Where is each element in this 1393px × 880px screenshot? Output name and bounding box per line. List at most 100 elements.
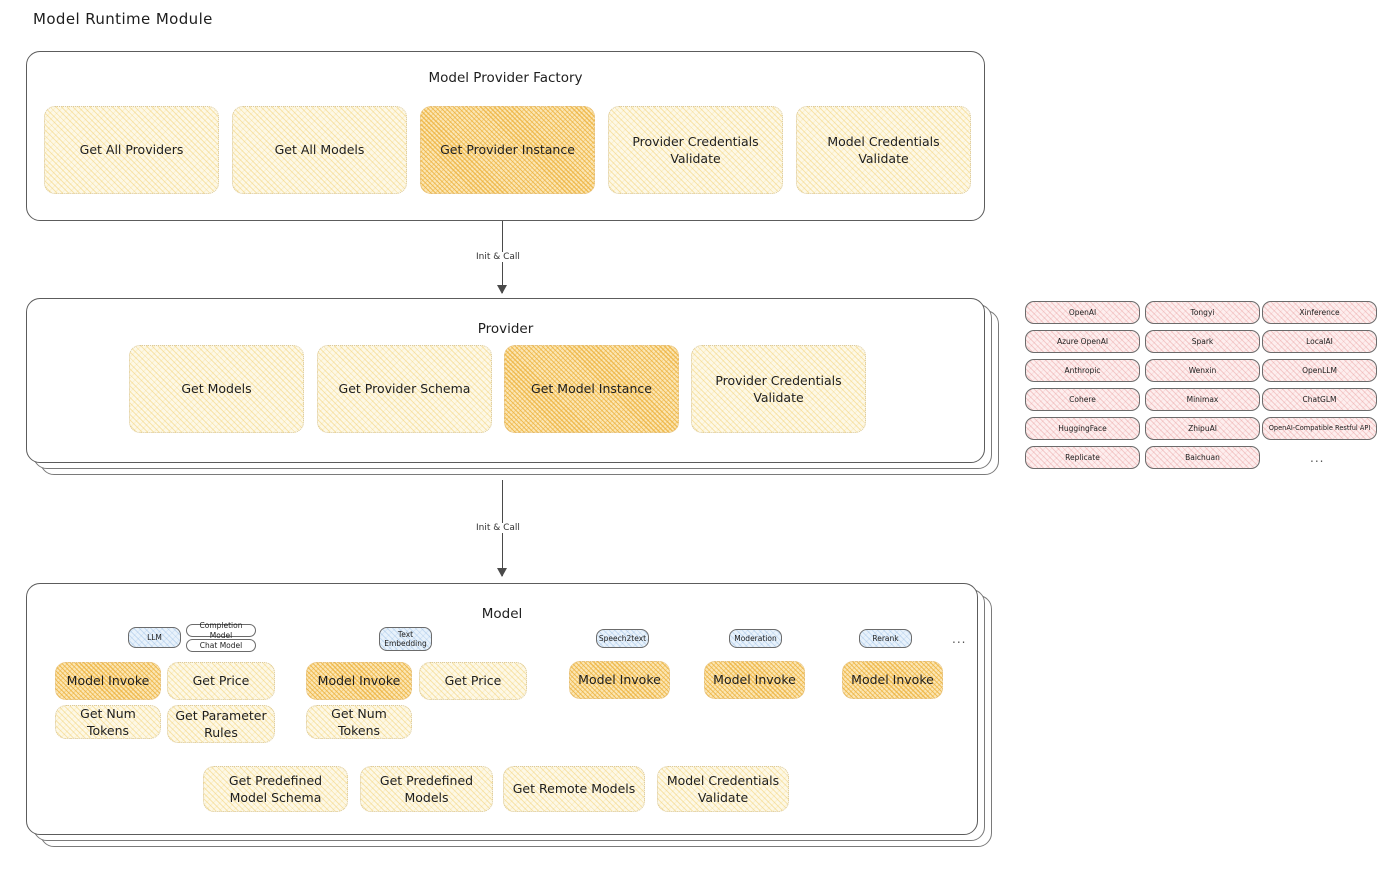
provider-pill-label: Minimax: [1186, 394, 1219, 404]
model-types-more-ellipsis: ...: [952, 632, 967, 646]
model-type-rerank[interactable]: Rerank: [859, 629, 912, 648]
model-subtype-label: Completion Model: [199, 621, 243, 640]
node-get-provider-instance[interactable]: Get Provider Instance: [420, 106, 595, 194]
provider-pill-cohere[interactable]: Cohere: [1025, 388, 1140, 411]
provider-pill-spark[interactable]: Spark: [1145, 330, 1260, 353]
provider-pill-label: Anthropic: [1064, 365, 1101, 375]
provider-pill-baichuan[interactable]: Baichuan: [1145, 446, 1260, 469]
provider-pill-openllm[interactable]: OpenLLM: [1262, 359, 1377, 382]
node-llm-get-num-tokens[interactable]: Get Num Tokens: [55, 705, 161, 739]
arrow-provider-to-model-head: [497, 568, 507, 577]
provider-pill-label: OpenAI: [1068, 307, 1097, 317]
provider-pill-openai[interactable]: OpenAI: [1025, 301, 1140, 324]
node-get-model-instance[interactable]: Get Model Instance: [504, 345, 679, 433]
model-type-moderation[interactable]: Moderation: [729, 629, 782, 648]
provider-pill-label: Tongyi: [1190, 307, 1215, 317]
node-get-all-models[interactable]: Get All Models: [232, 106, 407, 194]
provider-pill-label: Baichuan: [1185, 452, 1220, 462]
node-moderation-model-invoke[interactable]: Model Invoke: [704, 661, 805, 699]
node-label: Get Price: [444, 673, 502, 689]
node-model-credentials-validate-2[interactable]: Model Credentials Validate: [657, 766, 789, 812]
provider-pill-anthropic[interactable]: Anthropic: [1025, 359, 1140, 382]
model-subtype-label: Chat Model: [199, 640, 243, 650]
node-get-models[interactable]: Get Models: [129, 345, 304, 433]
model-type-label: Text Embedding: [384, 629, 427, 648]
node-speech2text-model-invoke[interactable]: Model Invoke: [569, 661, 670, 699]
provider-title: Provider: [477, 321, 534, 337]
provider-pill-label: Cohere: [1069, 394, 1096, 404]
provider-pill-label: Spark: [1191, 336, 1214, 346]
node-label: Provider Credentials Validate: [632, 133, 759, 166]
node-label: Model Credentials Validate: [666, 772, 780, 805]
node-label: Model Invoke: [713, 672, 796, 688]
arrow-factory-to-provider-head: [497, 285, 507, 294]
provider-pill-label: HuggingFace: [1058, 423, 1107, 433]
provider-pill-chatglm[interactable]: ChatGLM: [1262, 388, 1377, 411]
node-get-predefined-models[interactable]: Get Predefined Models: [360, 766, 493, 812]
provider-pill-zhipuai[interactable]: ZhipuAI: [1145, 417, 1260, 440]
provider-pill-label: ChatGLM: [1302, 394, 1337, 404]
node-label: Get Num Tokens: [80, 705, 136, 738]
provider-pill-openai-compatible-restful-api[interactable]: OpenAI-Compatible Restful API: [1262, 417, 1377, 440]
node-llm-get-parameter-rules[interactable]: Get Parameter Rules: [167, 705, 275, 743]
node-label: Get Predefined Model Schema: [228, 772, 323, 805]
provider-pill-label: Replicate: [1065, 452, 1100, 462]
provider-pill-localai[interactable]: LocalAI: [1262, 330, 1377, 353]
node-llm-model-invoke[interactable]: Model Invoke: [55, 662, 161, 700]
node-label: Get Remote Models: [512, 781, 636, 797]
node-label: Get All Models: [274, 142, 365, 158]
node-label: Provider Credentials Validate: [715, 372, 842, 405]
node-get-provider-schema[interactable]: Get Provider Schema: [317, 345, 492, 433]
provider-pill-label: OpenLLM: [1302, 365, 1337, 375]
node-label: Get Provider Instance: [440, 142, 575, 158]
node-label: Get Predefined Models: [379, 772, 474, 805]
provider-pill-wenxin[interactable]: Wenxin: [1145, 359, 1260, 382]
provider-pill-label: ZhipuAI: [1188, 423, 1217, 433]
node-label: Model Invoke: [578, 672, 661, 688]
model-type-speech2text[interactable]: Speech2text: [596, 629, 649, 648]
provider-pill-xinference[interactable]: Xinference: [1262, 301, 1377, 324]
node-label: Get Price: [192, 673, 250, 689]
node-label: Get Provider Schema: [338, 381, 471, 397]
node-label: Get Parameter Rules: [175, 707, 267, 740]
node-text-embedding-get-num-tokens[interactable]: Get Num Tokens: [306, 705, 412, 739]
node-label: Model Invoke: [66, 673, 150, 689]
provider-pill-label: Xinference: [1299, 307, 1340, 317]
node-rerank-model-invoke[interactable]: Model Invoke: [842, 661, 943, 699]
provider-pill-label: Wenxin: [1188, 365, 1217, 375]
model-subtype-completion-model[interactable]: Completion Model: [186, 621, 256, 640]
node-provider-credentials-validate[interactable]: Provider Credentials Validate: [608, 106, 783, 194]
node-label: Model Credentials Validate: [827, 133, 940, 166]
arrow-factory-to-provider-label: Init & Call: [473, 252, 523, 262]
node-label: Get Model Instance: [531, 381, 652, 397]
model-type-llm[interactable]: LLM: [128, 627, 181, 648]
provider-list-more-ellipsis: ...: [1310, 451, 1325, 465]
node-label: Model Invoke: [851, 672, 934, 688]
model-type-label: Moderation: [734, 633, 777, 643]
provider-pill-replicate[interactable]: Replicate: [1025, 446, 1140, 469]
node-get-all-providers[interactable]: Get All Providers: [44, 106, 219, 194]
model-type-label: Speech2text: [598, 633, 647, 643]
node-model-credentials-validate[interactable]: Model Credentials Validate: [796, 106, 971, 194]
node-llm-get-price[interactable]: Get Price: [167, 662, 275, 700]
node-get-remote-models[interactable]: Get Remote Models: [503, 766, 645, 812]
page-title: Model Runtime Module: [33, 10, 213, 28]
provider-pill-tongyi[interactable]: Tongyi: [1145, 301, 1260, 324]
model-type-text-embedding[interactable]: Text Embedding: [379, 627, 432, 651]
provider-pill-huggingface[interactable]: HuggingFace: [1025, 417, 1140, 440]
provider-pill-label: OpenAI-Compatible Restful API: [1268, 424, 1371, 433]
provider-pill-label: LocalAI: [1306, 336, 1333, 346]
model-subtype-chat-model[interactable]: Chat Model: [186, 639, 256, 652]
node-text-embedding-model-invoke[interactable]: Model Invoke: [306, 662, 412, 700]
node-text-embedding-get-price[interactable]: Get Price: [419, 662, 527, 700]
node-label: Get Models: [181, 381, 252, 397]
provider-pill-label: Azure OpenAI: [1056, 336, 1109, 346]
node-get-predefined-model-schema[interactable]: Get Predefined Model Schema: [203, 766, 348, 812]
provider-pill-minimax[interactable]: Minimax: [1145, 388, 1260, 411]
node-label: Get Num Tokens: [331, 705, 387, 738]
node-provider-credentials-validate-2[interactable]: Provider Credentials Validate: [691, 345, 866, 433]
model-provider-factory-title: Model Provider Factory: [428, 70, 583, 86]
provider-pill-azure-openai[interactable]: Azure OpenAI: [1025, 330, 1140, 353]
model-type-label: LLM: [147, 632, 162, 642]
